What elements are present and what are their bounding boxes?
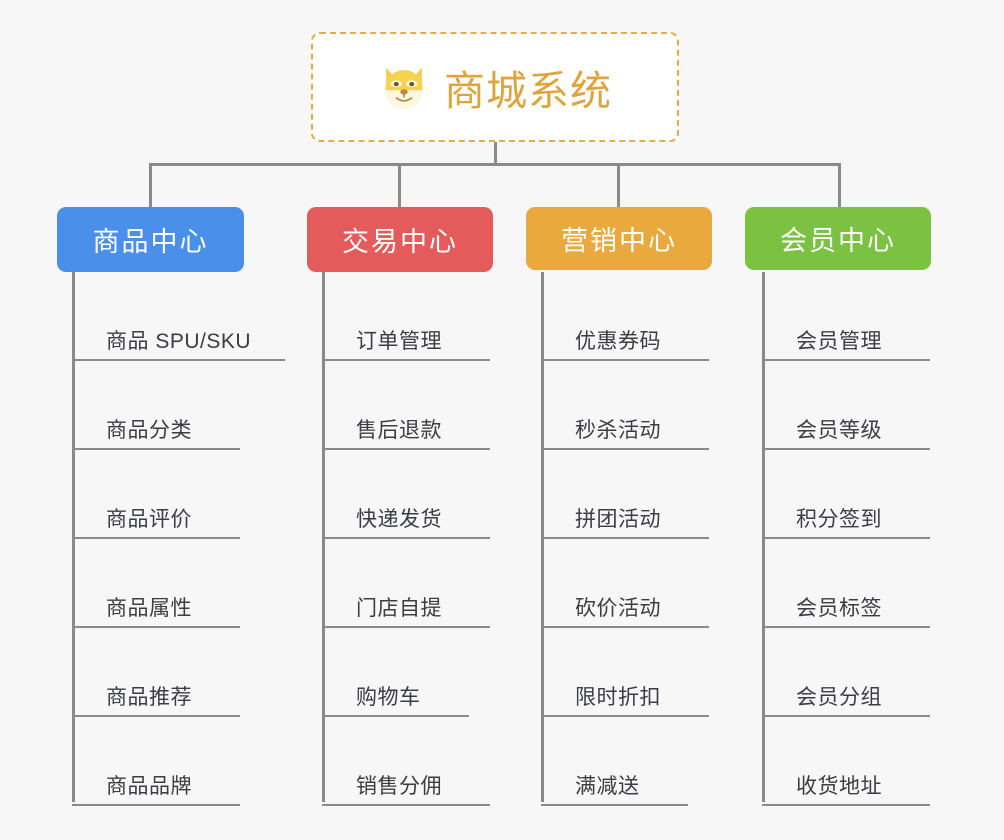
branch-drop-line-2 — [398, 163, 401, 208]
leaf-label: 会员标签 — [796, 596, 882, 620]
category-label: 交易中心 — [342, 227, 458, 257]
category-box-营销中心[interactable]: 营销中心 — [526, 207, 712, 270]
leaf-item[interactable]: 满减送 — [541, 717, 688, 806]
leaf-label: 快递发货 — [356, 507, 442, 531]
leaf-item[interactable]: 销售分佣 — [322, 717, 490, 806]
leaf-item[interactable]: 快递发货 — [322, 450, 490, 539]
category-label: 营销中心 — [561, 226, 677, 256]
leaf-label: 限时折扣 — [575, 685, 661, 709]
leaf-label: 门店自提 — [356, 596, 442, 620]
leaf-label: 商品属性 — [106, 596, 192, 620]
leaf-item[interactable]: 商品属性 — [72, 539, 240, 628]
leaf-label: 砍价活动 — [575, 596, 661, 620]
leaf-item[interactable]: 会员等级 — [762, 361, 930, 450]
category-label: 会员中心 — [780, 226, 896, 256]
category-box-会员中心[interactable]: 会员中心 — [745, 207, 931, 270]
leaf-item[interactable]: 秒杀活动 — [541, 361, 709, 450]
leaf-item[interactable]: 商品推荐 — [72, 628, 240, 717]
leaf-label: 会员管理 — [796, 329, 882, 353]
root-node[interactable]: 商城系统 — [311, 32, 679, 142]
leaf-label: 拼团活动 — [575, 507, 661, 531]
root-stem-line — [494, 142, 497, 165]
leaf-item[interactable]: 优惠券码 — [541, 272, 709, 361]
leaf-label: 售后退款 — [356, 418, 442, 442]
leaf-label: 秒杀活动 — [575, 418, 661, 442]
leaf-item[interactable]: 收货地址 — [762, 717, 930, 806]
leaf-item[interactable]: 积分签到 — [762, 450, 930, 539]
leaf-item[interactable]: 限时折扣 — [541, 628, 709, 717]
leaf-item[interactable]: 商品分类 — [72, 361, 240, 450]
leaf-item[interactable]: 购物车 — [322, 628, 469, 717]
leaf-item[interactable]: 门店自提 — [322, 539, 490, 628]
leaf-label: 优惠券码 — [575, 329, 661, 353]
leaf-label: 商品推荐 — [106, 685, 192, 709]
leaf-label: 收货地址 — [796, 774, 882, 798]
branch-bus-line — [149, 163, 841, 166]
leaf-label: 会员分组 — [796, 685, 882, 709]
leaf-label: 满减送 — [575, 774, 640, 798]
leaf-item[interactable]: 会员分组 — [762, 628, 930, 717]
branch-drop-line-3 — [617, 163, 620, 208]
leaf-item[interactable]: 商品评价 — [72, 450, 240, 539]
branch-drop-line-1 — [149, 163, 152, 208]
leaf-label: 销售分佣 — [356, 774, 442, 798]
leaf-item[interactable]: 砍价活动 — [541, 539, 709, 628]
leaf-label: 订单管理 — [356, 329, 442, 353]
category-label: 商品中心 — [92, 227, 209, 257]
category-box-交易中心[interactable]: 交易中心 — [307, 207, 493, 272]
leaf-item[interactable]: 会员管理 — [762, 272, 930, 361]
leaf-label: 商品分类 — [106, 418, 192, 442]
leaf-item[interactable]: 订单管理 — [322, 272, 490, 361]
leaf-item[interactable]: 拼团活动 — [541, 450, 709, 539]
leaf-label: 会员等级 — [796, 418, 882, 442]
root-title: 商城系统 — [444, 68, 612, 114]
leaf-label: 积分签到 — [796, 507, 882, 531]
branch-drop-line-4 — [838, 163, 841, 208]
leaf-item[interactable]: 会员标签 — [762, 539, 930, 628]
leaf-label: 商品品牌 — [106, 774, 192, 798]
leaf-label: 商品评价 — [106, 507, 192, 531]
leaf-item[interactable]: 商品 SPU/SKU — [72, 272, 285, 361]
category-box-商品中心[interactable]: 商品中心 — [57, 207, 244, 272]
leaf-item[interactable]: 售后退款 — [322, 361, 490, 450]
leaf-label: 购物车 — [356, 685, 421, 709]
leaf-label: 商品 SPU/SKU — [106, 329, 252, 353]
leaf-item[interactable]: 商品品牌 — [72, 717, 240, 806]
dog-face-icon — [378, 61, 430, 113]
